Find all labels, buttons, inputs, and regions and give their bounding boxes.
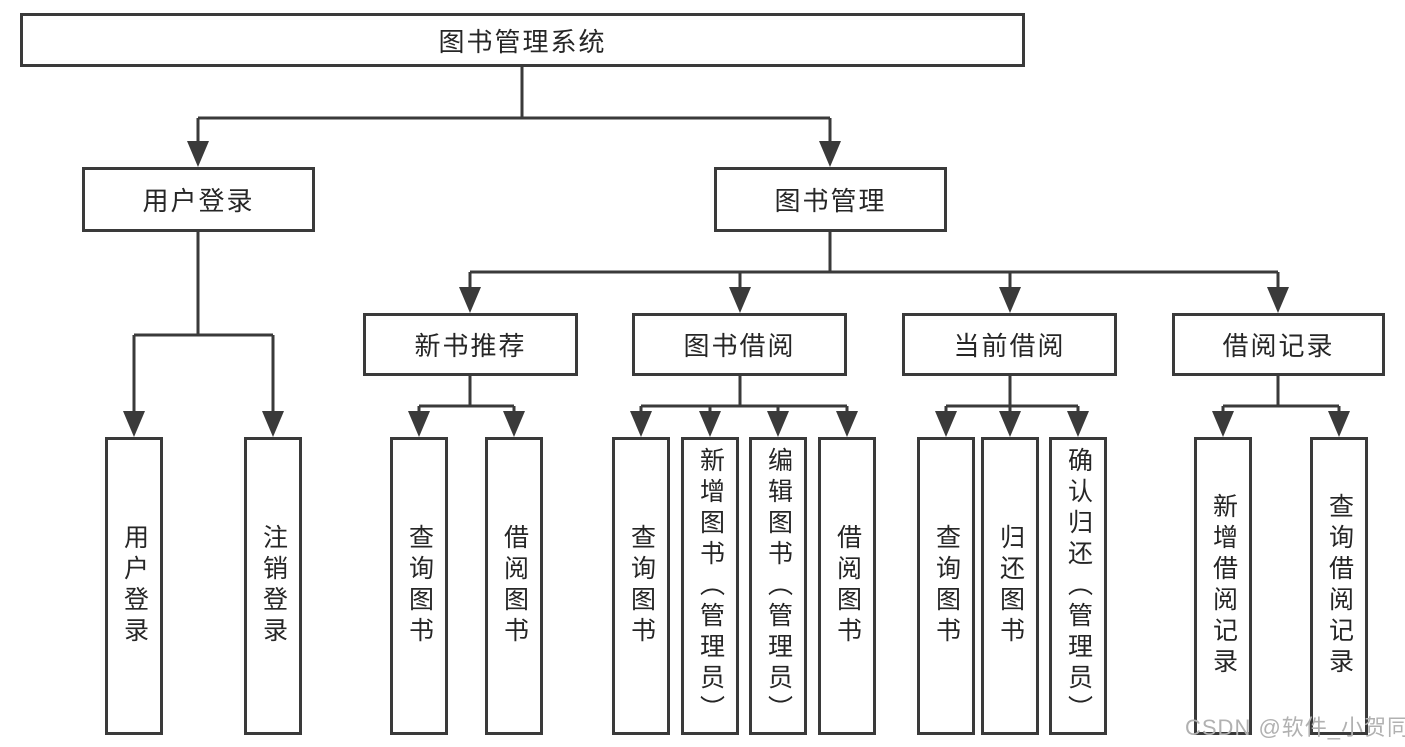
csdn-watermark: CSDN @软件_小贺同学 [1185, 715, 1405, 740]
connector-new-book-rec [408, 374, 525, 437]
node-leaf-cb-query-books: 查询图书 [917, 437, 975, 735]
connector-borrow-records [1212, 374, 1350, 437]
node-leaf-bb-query-books: 查询图书 [612, 437, 670, 735]
node-book-mgmt: 图书管理 [714, 167, 947, 232]
node-leaf-bb-edit-books-admin: 编辑图书（管理员） [749, 437, 807, 735]
node-book-borrow: 图书借阅 [632, 313, 847, 376]
connector-user-login [123, 230, 284, 437]
node-leaf-cb-return-books: 归还图书 [981, 437, 1039, 735]
node-leaf-br-add-record: 新增借阅记录 [1194, 437, 1252, 735]
node-leaf-nb-borrow-books: 借阅图书 [485, 437, 543, 735]
node-leaf-user-login: 用户登录 [105, 437, 163, 735]
node-leaf-bb-add-books-admin: 新增图书（管理员） [681, 437, 739, 735]
node-borrow-records: 借阅记录 [1172, 313, 1385, 376]
node-leaf-bb-borrow-books: 借阅图书 [818, 437, 876, 735]
node-leaf-logout: 注销登录 [244, 437, 302, 735]
connector-root [187, 64, 841, 167]
node-leaf-cb-confirm-return-admin: 确认归还（管理员） [1049, 437, 1107, 735]
node-new-book-rec: 新书推荐 [363, 313, 578, 376]
node-leaf-nb-query-books: 查询图书 [390, 437, 448, 735]
connector-book-mgmt [459, 230, 1289, 313]
connector-book-borrow [630, 374, 858, 437]
node-user-login: 用户登录 [82, 167, 315, 232]
connector-current-borrow [935, 374, 1089, 437]
node-leaf-br-query-record: 查询借阅记录 [1310, 437, 1368, 735]
node-current-borrow: 当前借阅 [902, 313, 1117, 376]
node-root: 图书管理系统 [20, 13, 1025, 67]
